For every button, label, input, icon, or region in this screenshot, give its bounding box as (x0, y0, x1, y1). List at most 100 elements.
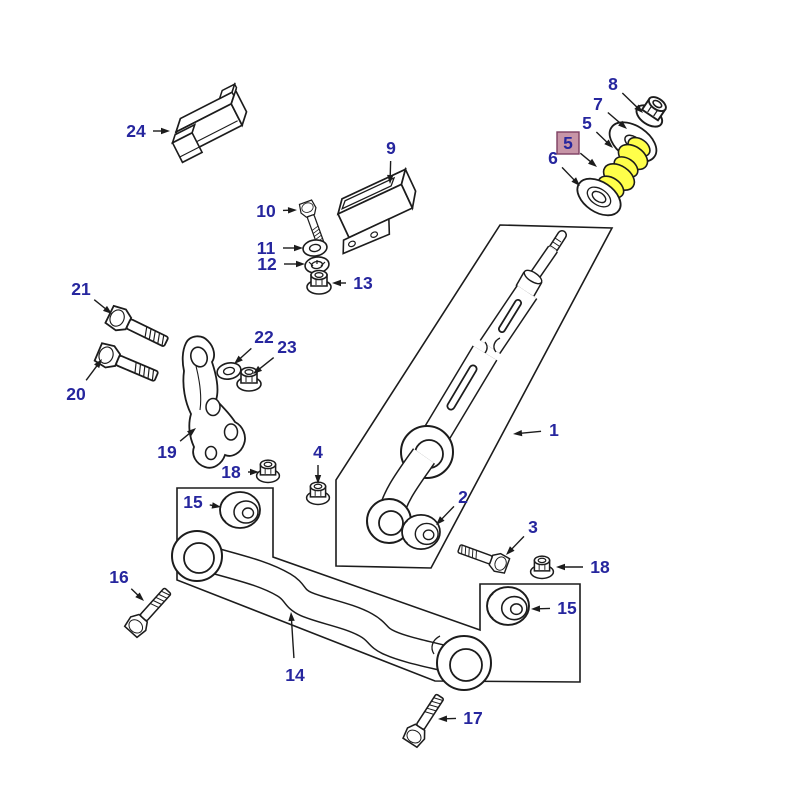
part-3-bolt (455, 538, 511, 576)
leader-arrowhead (94, 359, 102, 369)
leader-arrowhead (287, 207, 297, 214)
callout-number[interactable]: 18 (590, 557, 610, 577)
callout-number[interactable]: 15 (557, 598, 577, 618)
callout-number[interactable]: 9 (386, 138, 396, 158)
callout-number[interactable]: 7 (593, 94, 603, 114)
leader-arrowhead (506, 546, 515, 555)
callout-number[interactable]: 11 (257, 238, 276, 258)
callout-number[interactable]: 16 (109, 567, 129, 587)
part-19-bracket (181, 335, 246, 469)
callout-22[interactable]: 22 (234, 327, 274, 364)
callout-number[interactable]: 5 (582, 113, 592, 133)
leader-arrowhead (102, 305, 112, 314)
part-9-bracket (336, 166, 417, 255)
callout-1[interactable]: 1 (513, 420, 559, 440)
callout-number[interactable]: 24 (126, 121, 146, 141)
callout-9[interactable]: 9 (386, 138, 396, 184)
leader-arrowhead (604, 139, 613, 148)
callout-number[interactable]: 14 (285, 665, 305, 685)
callout-7[interactable]: 7 (593, 94, 627, 129)
leader-arrowhead (513, 429, 523, 437)
callout-17[interactable]: 17 (438, 708, 483, 728)
leader-line (518, 430, 542, 435)
callout-11[interactable]: 11 (257, 238, 303, 258)
callout-number[interactable]: 13 (353, 273, 373, 293)
leader-line (85, 363, 99, 381)
callout-8[interactable]: 8 (608, 74, 643, 113)
callout-15[interactable]: 15 (531, 598, 577, 618)
part-15-bushing-left (219, 491, 261, 529)
leader-arrowhead (211, 502, 221, 509)
callout-18[interactable]: 18 (221, 462, 259, 482)
leader-arrowhead (387, 174, 394, 184)
part-11-washer (301, 237, 329, 259)
part-20-bolt (92, 340, 162, 389)
part-21-bolt (103, 303, 173, 354)
leader-arrowhead (571, 177, 580, 186)
part-14-tie-rod (171, 530, 492, 691)
callout-number[interactable]: 5 (563, 133, 573, 153)
leader-line (439, 505, 455, 522)
part-18-nut-right (529, 555, 555, 580)
callout-number[interactable]: 12 (257, 254, 277, 274)
callout-20[interactable]: 20 (66, 359, 102, 404)
leader-arrowhead (135, 592, 144, 601)
leader-arrowhead (294, 244, 303, 252)
callout-19[interactable]: 19 (157, 428, 196, 462)
part-22-washer (214, 359, 244, 383)
callout-number[interactable]: 21 (71, 279, 91, 299)
callout-5-highlighted[interactable]: 5 (556, 131, 597, 167)
callout-number[interactable]: 22 (254, 327, 274, 347)
leader-arrowhead (332, 279, 341, 287)
leader-line (607, 111, 623, 126)
callout-number[interactable]: 3 (528, 517, 538, 537)
part-18-nut-left (255, 459, 281, 484)
callout-21[interactable]: 21 (71, 279, 112, 314)
callout-number[interactable]: 2 (458, 487, 468, 507)
callout-15[interactable]: 15 (183, 492, 221, 512)
part-6-washer (576, 177, 622, 217)
callout-number[interactable]: 4 (313, 442, 323, 462)
callout-23[interactable]: 23 (253, 337, 297, 374)
callout-5[interactable]: 5 (582, 113, 613, 148)
callout-number[interactable]: 23 (277, 337, 297, 357)
part-1-radius-arm (366, 230, 567, 544)
callout-3[interactable]: 3 (506, 517, 538, 555)
callout-number[interactable]: 6 (548, 148, 558, 168)
callout-14[interactable]: 14 (285, 612, 305, 685)
callout-24[interactable]: 24 (126, 121, 170, 141)
part-12-lock-washer (303, 254, 331, 276)
leader-arrowhead (288, 612, 295, 622)
callout-number[interactable]: 15 (183, 492, 203, 512)
part-4-nut (305, 481, 331, 506)
callout-6[interactable]: 6 (548, 148, 580, 186)
callout-number[interactable]: 1 (549, 420, 559, 440)
callout-12[interactable]: 12 (257, 254, 305, 274)
callout-4[interactable]: 4 (313, 442, 323, 484)
leader-arrowhead (234, 355, 243, 364)
callout-2[interactable]: 2 (436, 487, 468, 525)
panel-radius-arm (335, 224, 614, 569)
leader-line (561, 166, 577, 183)
callout-number[interactable]: 17 (463, 708, 482, 728)
leader-arrowhead (161, 127, 170, 135)
leader-arrowhead (618, 120, 627, 129)
callout-number[interactable]: 19 (157, 442, 177, 462)
leader-arrowhead (556, 563, 565, 571)
leader-arrowhead (436, 516, 445, 525)
callout-number[interactable]: 20 (66, 384, 86, 404)
callout-13[interactable]: 13 (332, 273, 373, 293)
callout-18[interactable]: 18 (556, 557, 610, 577)
panel-outlines (176, 224, 614, 683)
callout-number[interactable]: 10 (256, 201, 276, 221)
callout-number[interactable]: 8 (608, 74, 618, 94)
callout-16[interactable]: 16 (109, 567, 144, 601)
callout-number[interactable]: 18 (221, 462, 241, 482)
leader-arrowhead (253, 365, 263, 374)
highlight-label-box[interactable] (556, 131, 580, 155)
callout-10[interactable]: 10 (256, 201, 297, 221)
leader-arrowhead (314, 475, 322, 484)
leader-line (621, 92, 640, 110)
leader-arrowhead (588, 158, 597, 167)
